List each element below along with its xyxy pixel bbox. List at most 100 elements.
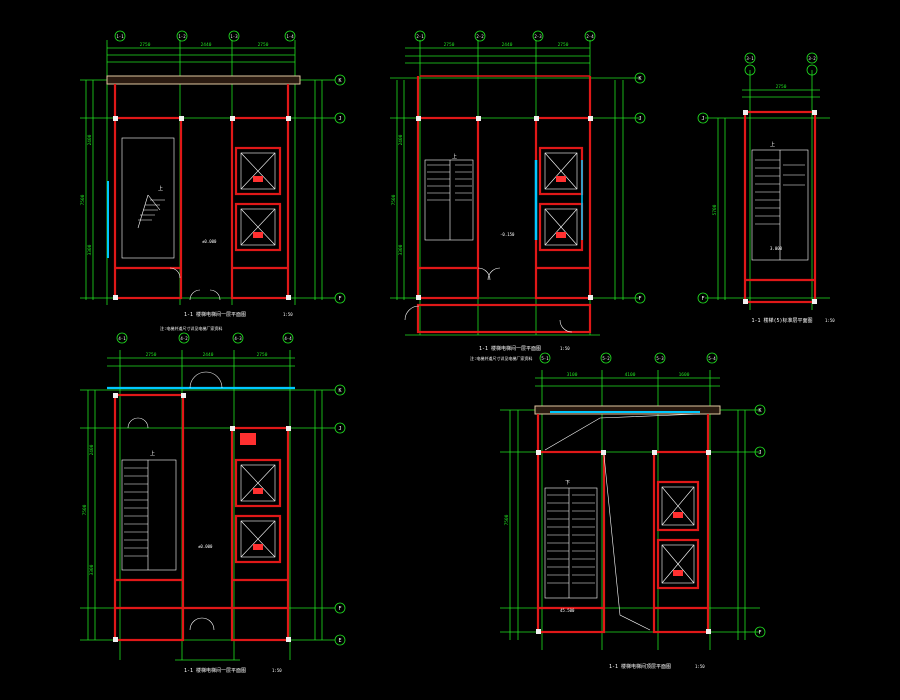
plan-1-scale: 1:50 — [283, 312, 293, 317]
plan-2-dim-side-3: 3300 — [398, 244, 404, 255]
plan-2-dim-side-1: 7500 — [391, 194, 397, 205]
plan-1-title: 1-1 楼梯电梯间一层平面图 — [184, 311, 246, 318]
plan-2-scale: 1:50 — [560, 346, 570, 351]
plan-1-axis-bubbles-top: 1-1 1-2 1-3 1-4 — [114, 30, 296, 42]
plan-1-axis-j: J — [338, 116, 341, 122]
plan-2-axis-bubbles-right: K J F — [634, 72, 646, 304]
plan-5-roof-slope — [544, 413, 701, 631]
plan-1-note: 注:电梯井道尺寸详见电梯厂家资料 — [160, 325, 222, 331]
plan-2-axis-f: F — [638, 296, 641, 302]
plan-1-top-beam — [106, 75, 301, 85]
plan-3-columns — [743, 110, 817, 304]
plan-3: 2750 5700 3-1 3-2 J F 上 3.000 — [697, 52, 835, 324]
plan-4-elevators — [240, 464, 276, 558]
plan-5-dim-top-1: 3100 — [567, 372, 578, 378]
plan-2-columns — [416, 116, 593, 300]
plan-5-dim-top-3: 1600 — [679, 372, 690, 378]
plan-4-axis-bubbles-right: K J F E — [334, 384, 346, 646]
plan-4-dim-side-1: 7500 — [82, 504, 88, 515]
plan-1-doors — [169, 267, 221, 301]
plan-2-dim-top-2: 2440 — [502, 42, 513, 48]
plan-1-axis-f: F — [338, 296, 341, 302]
plan-1-columns — [113, 116, 291, 300]
plan-2-doors — [404, 267, 573, 333]
plan-5-columns — [536, 450, 711, 634]
plan-2-axis-bubbles-top: 2-1 2-2 2-3 2-4 — [414, 30, 596, 42]
plan-2-level: -0.150 — [500, 232, 515, 237]
plan-2-axis-3: 2-3 — [534, 34, 542, 39]
plan-5-axis-1: 5-1 — [541, 356, 549, 361]
plan-1-axis-1: 1-1 — [116, 34, 124, 39]
plan-5-axis-4: 5-4 — [708, 356, 716, 361]
plan-5-stair — [544, 487, 598, 599]
plan-2-dim-top-1: 2750 — [444, 42, 455, 48]
plan-4-fire-hydrant — [240, 433, 256, 445]
plan-3-stair — [751, 149, 809, 261]
plan-5-level: 45.500 — [560, 608, 575, 613]
plan-4-axis-1: 4-1 — [118, 336, 126, 341]
plan-2-stair — [424, 159, 474, 241]
plan-4-doors — [127, 371, 223, 631]
plan-4-stair — [121, 459, 177, 571]
plan-2-axis-2: 2-2 — [476, 34, 484, 39]
plan-1-stair — [121, 137, 175, 259]
plan-5-dim-ticks: 3100 4100 1600 7500 — [504, 372, 690, 525]
plan-5-axis-3: 5-3 — [656, 356, 664, 361]
plan-4-axis-f: F — [338, 606, 341, 612]
plan-4-axis-k: K — [338, 388, 341, 394]
plan-5: 3100 4100 1600 7500 5-1 5-2 5-3 5-4 K J … — [500, 352, 766, 670]
plan-5-axis-2: 5-2 — [602, 356, 610, 361]
plan-2-axis-4: 2-4 — [586, 34, 594, 39]
plan-3-dim-ticks: 2750 5700 — [712, 84, 787, 215]
plan-4-axis-4: 4-4 — [284, 336, 292, 341]
plan-4-axis-j: J — [338, 426, 341, 432]
plan-4-dim-ticks: 2750 2440 2750 7500 2400 3300 — [82, 352, 268, 575]
plan-4-title: 1-1 楼梯电梯间一层平面图 — [184, 667, 246, 674]
plan-2-dim-side-2: 2400 — [398, 134, 404, 145]
plan-2: 2750 2440 2750 7500 2400 3300 2-1 2-2 2-… — [390, 30, 646, 361]
plan-3-dim-top-1: 2750 — [776, 84, 787, 90]
plan-1: 2750 2440 2750 7500 2400 3300 1-1 1-2 1-… — [80, 30, 346, 331]
plan-3-walls — [743, 110, 817, 304]
plan-4-axis-bubbles-top: 4-1 4-2 4-3 4-4 — [116, 332, 294, 344]
plan-4-stair-label: 上 — [150, 450, 155, 457]
plan-1-walls — [113, 84, 290, 300]
plan-5-dim-top-2: 4100 — [625, 372, 636, 378]
plan-3-title: 1-1 楼梯(5)标准层平面图 — [751, 317, 812, 324]
plan-5-axis-f: F — [758, 630, 761, 636]
plan-2-axis-k: K — [638, 76, 641, 82]
plan-4: 2750 2440 2750 7500 2400 3300 4-1 4-2 4-… — [80, 332, 346, 674]
plan-4-dim-side-3: 3300 — [89, 564, 95, 575]
plan-4-dim-top-3: 2750 — [257, 352, 268, 358]
plan-4-elevator-1-mark — [253, 488, 263, 494]
plan-1-dim-top-3: 2750 — [258, 42, 269, 48]
plan-5-elevators — [661, 486, 695, 584]
plan-1-elevators — [240, 152, 276, 246]
plan-5-walls — [536, 414, 710, 634]
plan-5-axis-bubbles-right: K J F — [754, 404, 766, 638]
plan-1-dim-top-1: 2750 — [140, 42, 151, 48]
plan-2-dim-ticks: 2750 2440 2750 7500 2400 3300 — [391, 42, 569, 255]
plan-5-elevator-2-mark — [673, 570, 683, 576]
plan-3-stair-label: 上 — [770, 141, 775, 148]
plan-5-scale: 1:50 — [695, 664, 705, 669]
plan-1-dim-ticks: 2750 2440 2750 7500 2400 3300 — [80, 42, 269, 255]
plan-1-axis-2: 1-2 — [178, 34, 186, 39]
plan-5-axis-j: J — [758, 450, 761, 456]
plan-4-axis-2: 4-2 — [180, 336, 188, 341]
plan-1-axis-4: 1-4 — [286, 34, 294, 39]
plan-4-elevator-2-mark — [253, 544, 263, 550]
plan-2-axis-1: 2-1 — [416, 34, 424, 39]
plan-4-level: ±0.000 — [198, 544, 213, 549]
plan-1-dim-side-1: 7500 — [80, 194, 86, 205]
plan-3-axis-bubbles-top: 3-1 3-2 — [744, 52, 818, 76]
plan-2-dim-top-3: 2750 — [558, 42, 569, 48]
plan-1-level: ±0.000 — [202, 239, 217, 244]
plan-4-dim-top-2: 2440 — [203, 352, 214, 358]
plan-5-title: 1-1 楼梯电梯间顶层平面图 — [609, 663, 671, 670]
plan-5-top-beam — [534, 405, 721, 415]
plan-1-dim-side-2: 2400 — [87, 134, 93, 145]
plan-1-axis-k: K — [338, 78, 341, 84]
plan-2-note: 注:电梯井道尺寸详见电梯厂家资料 — [470, 355, 532, 361]
